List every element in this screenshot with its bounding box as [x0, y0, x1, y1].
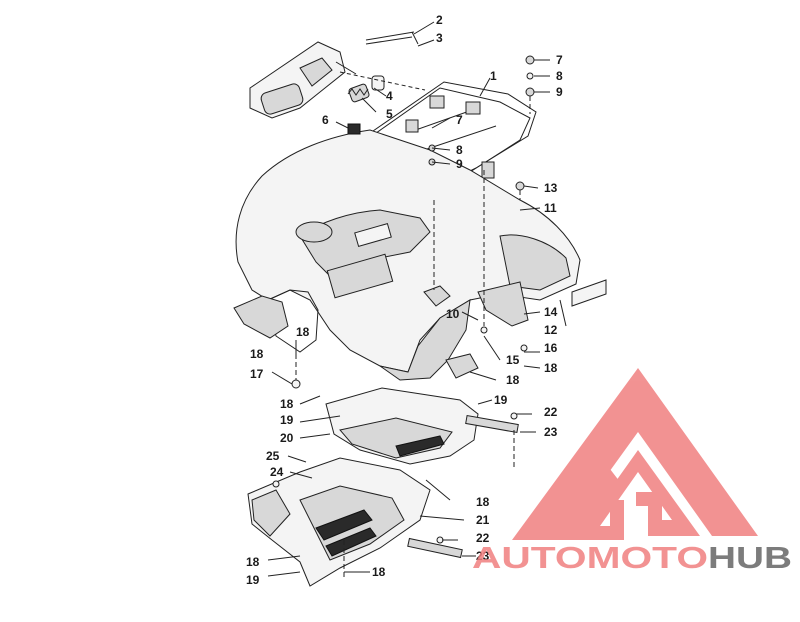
callout-15: 15: [506, 353, 520, 367]
callout-22-a: 22: [544, 405, 558, 419]
callout-18-f: 18: [246, 555, 260, 569]
callout-18-d: 18: [280, 397, 294, 411]
callout-19-c: 19: [246, 573, 260, 587]
callout-10: 10: [446, 307, 460, 321]
watermark-text-primary: AUTOMOTO: [472, 540, 708, 575]
callout-18-e: 18: [476, 495, 490, 509]
callout-19-b: 19: [280, 413, 294, 427]
callout-18-c: 18: [506, 373, 520, 387]
callout-3: 3: [436, 31, 443, 45]
callout-7-top: 7: [556, 53, 563, 67]
side-bracket: [477, 279, 607, 327]
callout-2: 2: [436, 13, 443, 27]
right-footwell: [247, 457, 431, 587]
callout-18-b: 18: [544, 361, 558, 375]
callout-18-h: 18: [296, 325, 310, 339]
left-footwell: [325, 387, 479, 465]
callout-8-mid: 8: [456, 143, 463, 157]
callout-9-top: 9: [556, 85, 563, 99]
callout-18-g: 18: [372, 565, 386, 579]
callout-22-b: 22: [476, 531, 490, 545]
rear-fender-body: [233, 129, 581, 381]
watermark-left-stroke: [540, 456, 620, 540]
callout-14: 14: [544, 305, 558, 319]
callout-7-mid: 7: [456, 113, 463, 127]
callout-25: 25: [266, 449, 280, 463]
callout-4: 4: [386, 89, 393, 103]
callout-23-a: 23: [544, 425, 558, 439]
callout-18-a: 18: [250, 347, 264, 361]
watermark-triangle-inner: [574, 450, 700, 540]
callout-1: 1: [490, 69, 497, 83]
callout-5: 5: [386, 107, 393, 121]
callout-12: 12: [544, 323, 558, 337]
callout-labels: 1 2 3 4 5 6 7 8 9 7 8 9 10 11 12 13 14 1…: [246, 13, 563, 587]
callout-13: 13: [544, 181, 558, 195]
foot-strip-lower: [407, 537, 463, 559]
tool-handle-assembly: [249, 31, 426, 119]
callout-16: 16: [544, 341, 558, 355]
callout-17: 17: [250, 367, 264, 381]
callout-11: 11: [544, 201, 557, 215]
callout-9-mid: 9: [456, 157, 463, 171]
callout-6: 6: [322, 113, 329, 127]
watermark-triangle-mark: [512, 368, 758, 540]
foot-strip-upper: [465, 414, 519, 434]
watermark-logo: AUTOMOTO HUB: [472, 368, 792, 575]
leader-lines: [267, 21, 567, 578]
callout-8-top: 8: [556, 69, 563, 83]
callout-23-b: 23: [476, 549, 490, 563]
callout-19-a: 19: [494, 393, 508, 407]
watermark-text-secondary: HUB: [708, 540, 792, 575]
callout-24: 24: [270, 465, 284, 479]
callout-21: 21: [476, 513, 490, 527]
callout-20: 20: [280, 431, 294, 445]
